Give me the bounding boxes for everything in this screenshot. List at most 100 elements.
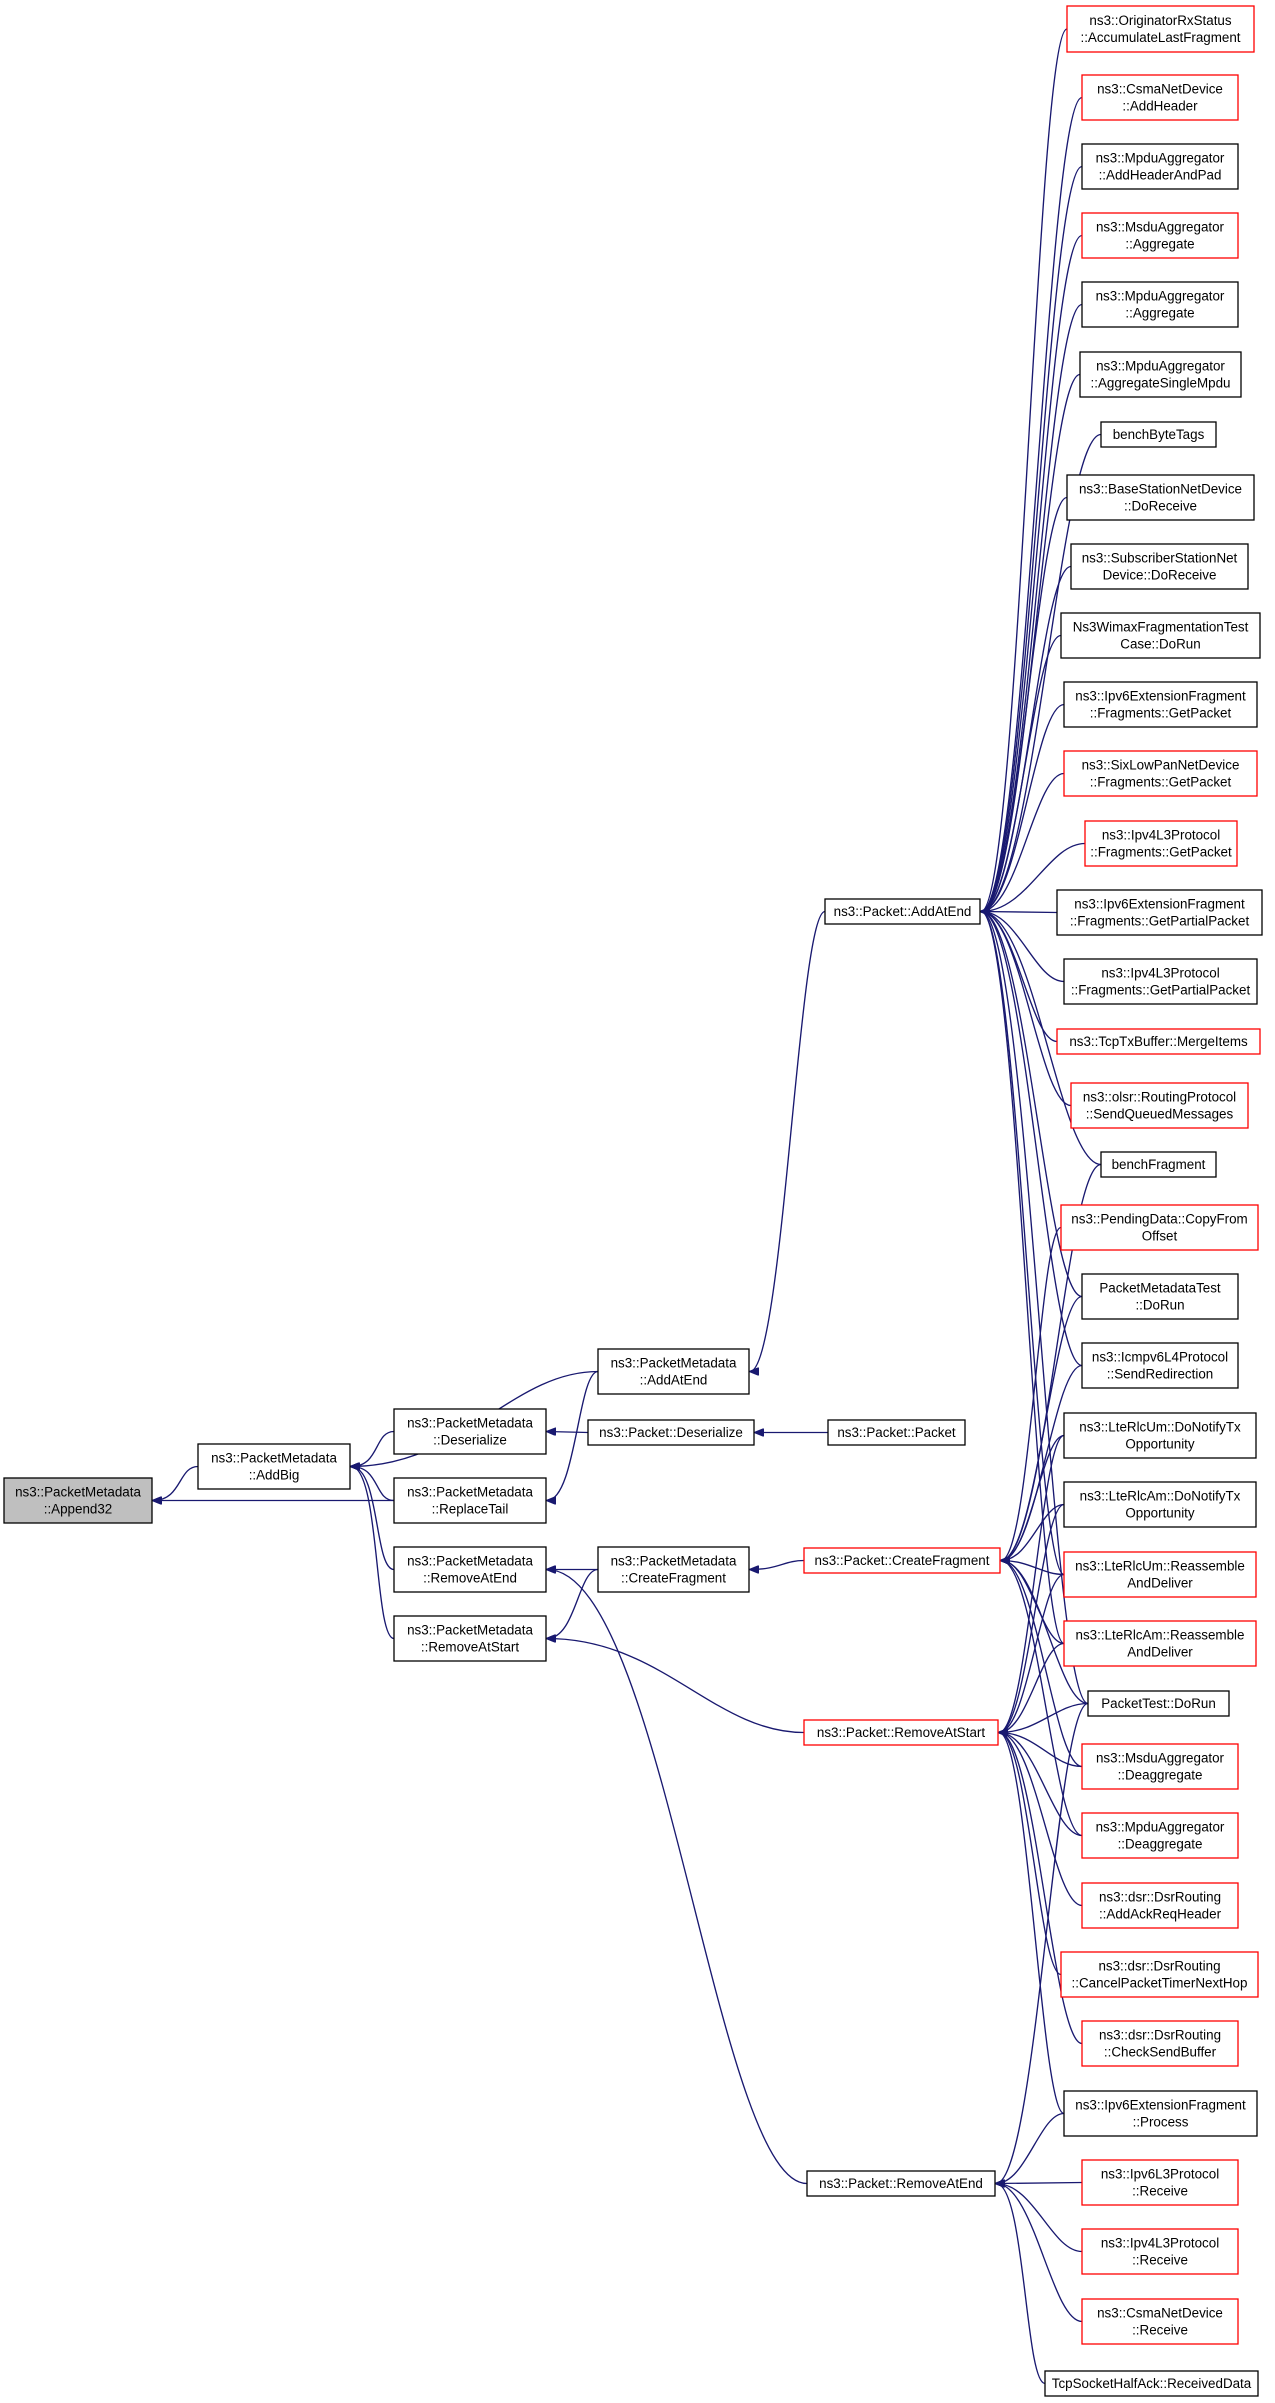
node-r16[interactable]: ns3::TcpTxBuffer::MergeItems bbox=[1056, 1028, 1261, 1055]
node-box bbox=[1044, 2370, 1259, 2397]
node-r20[interactable]: PacketMetadataTest::DoRun bbox=[1081, 1273, 1239, 1320]
node-label-line: ::Receive bbox=[1132, 2253, 1188, 2268]
node-r34[interactable]: ns3::Ipv4L3Protocol::Receive bbox=[1081, 2228, 1239, 2275]
node-pRemoveAtEnd[interactable]: ns3::Packet::RemoveAtEnd bbox=[806, 2170, 996, 2197]
call-edge-r24-to-pAddAtEnd bbox=[981, 912, 1065, 1576]
node-box bbox=[1081, 2159, 1239, 2206]
call-edge-r32-to-pRemoveAtStart bbox=[999, 1733, 1065, 2115]
node-r27[interactable]: ns3::MsduAggregator::Deaggregate bbox=[1081, 1743, 1239, 1790]
node-label-line: ::AddHeader bbox=[1122, 99, 1198, 114]
node-addBig[interactable]: ns3::PacketMetadata::AddBig bbox=[197, 1443, 351, 1490]
node-label-line: ns3::Packet::RemoveAtStart bbox=[817, 1725, 985, 1740]
node-box bbox=[1063, 750, 1258, 797]
node-r21[interactable]: ns3::Icmpv6L4Protocol::SendRedirection bbox=[1081, 1342, 1239, 1389]
node-box bbox=[1063, 1551, 1257, 1598]
node-r29[interactable]: ns3::dsr::DsrRouting::AddAckReqHeader bbox=[1081, 1882, 1239, 1929]
node-append32[interactable]: ns3::PacketMetadata::Append32 bbox=[3, 1477, 153, 1524]
node-label-line: ns3::Ipv6L3Protocol bbox=[1101, 2167, 1219, 2182]
node-box bbox=[1087, 1690, 1230, 1717]
node-label-line: Ns3WimaxFragmentationTest bbox=[1073, 620, 1249, 635]
node-r1[interactable]: ns3::OriginatorRxStatus::AccumulateLastF… bbox=[1066, 5, 1255, 53]
node-label-line: ns3::MsduAggregator bbox=[1096, 220, 1225, 235]
node-box bbox=[1081, 74, 1239, 121]
node-r5[interactable]: ns3::MpduAggregator::Aggregate bbox=[1081, 281, 1239, 328]
call-edge-r19-to-pCreateFragment bbox=[1001, 1226, 1062, 1561]
call-edge-r31-to-pRemoveAtStart bbox=[999, 1733, 1083, 2045]
node-box bbox=[1063, 958, 1258, 1005]
node-label-line: ::Aggregate bbox=[1125, 237, 1194, 252]
node-box bbox=[1081, 143, 1239, 190]
node-r33[interactable]: ns3::Ipv6L3Protocol::Receive bbox=[1081, 2159, 1239, 2206]
call-edge-r24-to-pRemoveAtStart bbox=[999, 1573, 1065, 1733]
call-edge-r25-to-pAddAtEnd bbox=[981, 912, 1065, 1645]
node-box bbox=[1056, 1028, 1261, 1055]
node-r13[interactable]: ns3::Ipv4L3Protocol::Fragments::GetPacke… bbox=[1084, 820, 1238, 867]
call-edge-r22-to-pCreateFragment bbox=[1001, 1434, 1065, 1561]
node-label-line: ns3::Ipv6ExtensionFragment bbox=[1075, 2098, 1246, 2113]
node-pPacket[interactable]: ns3::Packet::Packet bbox=[827, 1419, 966, 1446]
node-r6[interactable]: ns3::MpduAggregator::AggregateSingleMpdu bbox=[1079, 351, 1242, 398]
node-r28[interactable]: ns3::MpduAggregator::Deaggregate bbox=[1081, 1812, 1239, 1859]
node-r15[interactable]: ns3::Ipv4L3Protocol::Fragments::GetParti… bbox=[1063, 958, 1258, 1005]
node-r36[interactable]: TcpSocketHalfAck::ReceivedData bbox=[1044, 2370, 1259, 2397]
node-r35[interactable]: ns3::CsmaNetDevice::Receive bbox=[1081, 2298, 1239, 2345]
node-pmRemoveAtEnd[interactable]: ns3::PacketMetadata::RemoveAtEnd bbox=[393, 1546, 547, 1593]
node-label-line: ::Fragments::GetPacket bbox=[1090, 845, 1232, 860]
call-edge-r17-to-pAddAtEnd bbox=[981, 912, 1072, 1107]
node-box bbox=[1063, 1620, 1257, 1667]
node-box bbox=[393, 1546, 547, 1593]
call-edge-r26-to-pRemoveAtStart bbox=[999, 1702, 1089, 1733]
call-edge-r11-to-pAddAtEnd bbox=[981, 703, 1065, 912]
node-pDeserialize[interactable]: ns3::Packet::Deserialize bbox=[587, 1419, 755, 1446]
node-r3[interactable]: ns3::MpduAggregator::AddHeaderAndPad bbox=[1081, 143, 1239, 190]
node-r12[interactable]: ns3::SixLowPanNetDevice::Fragments::GetP… bbox=[1063, 750, 1258, 797]
node-box bbox=[393, 1615, 547, 1662]
node-label-line: ns3::MsduAggregator bbox=[1096, 1751, 1225, 1766]
node-r9[interactable]: ns3::SubscriberStationNetDevice::DoRecei… bbox=[1070, 543, 1249, 590]
call-edge-r34-to-pRemoveAtEnd bbox=[996, 2184, 1083, 2253]
node-r8[interactable]: ns3::BaseStationNetDevice::DoReceive bbox=[1066, 474, 1255, 521]
call-edge-pmReplaceTail-to-addBig bbox=[351, 1467, 395, 1502]
node-pmReplaceTail[interactable]: ns3::PacketMetadata::ReplaceTail bbox=[393, 1477, 547, 1524]
node-pmAddAtEnd[interactable]: ns3::PacketMetadata::AddAtEnd bbox=[597, 1348, 750, 1395]
node-pRemoveAtStart[interactable]: ns3::Packet::RemoveAtStart bbox=[803, 1719, 999, 1746]
node-pmCreateFragment[interactable]: ns3::PacketMetadata::CreateFragment bbox=[597, 1546, 750, 1593]
node-label-line: ns3::PacketMetadata bbox=[211, 1451, 337, 1466]
node-pAddAtEnd[interactable]: ns3::Packet::AddAtEnd bbox=[824, 898, 981, 925]
node-r17[interactable]: ns3::olsr::RoutingProtocol::SendQueuedMe… bbox=[1070, 1082, 1249, 1129]
call-edge-r3-to-pAddAtEnd bbox=[981, 165, 1083, 912]
node-r18[interactable]: benchFragment bbox=[1100, 1151, 1217, 1178]
node-r4[interactable]: ns3::MsduAggregator::Aggregate bbox=[1081, 212, 1239, 259]
node-label-line: PacketTest::DoRun bbox=[1101, 1696, 1216, 1711]
node-r26[interactable]: PacketTest::DoRun bbox=[1087, 1690, 1230, 1717]
call-edge-r7-to-pAddAtEnd bbox=[981, 433, 1102, 912]
call-edge-addBig-to-append32 bbox=[153, 1465, 199, 1501]
call-edge-r20-to-pCreateFragment bbox=[1001, 1295, 1083, 1561]
node-label-line: ns3::LteRlcUm::Reassemble bbox=[1075, 1559, 1245, 1574]
node-r30[interactable]: ns3::dsr::DsrRouting::CancelPacketTimerN… bbox=[1060, 1951, 1259, 1998]
node-r31[interactable]: ns3::dsr::DsrRouting::CheckSendBuffer bbox=[1081, 2020, 1239, 2067]
node-pmDeserialize[interactable]: ns3::PacketMetadata::Deserialize bbox=[393, 1408, 547, 1455]
node-r14[interactable]: ns3::Ipv6ExtensionFragment::Fragments::G… bbox=[1056, 889, 1263, 936]
node-box bbox=[1081, 281, 1239, 328]
node-r32[interactable]: ns3::Ipv6ExtensionFragment::Process bbox=[1063, 2090, 1258, 2137]
call-edge-r12-to-pAddAtEnd bbox=[981, 772, 1065, 912]
node-r2[interactable]: ns3::CsmaNetDevice::AddHeader bbox=[1081, 74, 1239, 121]
node-label-line: ns3::PacketMetadata bbox=[611, 1554, 737, 1569]
node-pCreateFragment[interactable]: ns3::Packet::CreateFragment bbox=[803, 1547, 1001, 1574]
node-box bbox=[197, 1443, 351, 1490]
node-r11[interactable]: ns3::Ipv6ExtensionFragment::Fragments::G… bbox=[1063, 681, 1258, 728]
node-label-line: ns3::Ipv6ExtensionFragment bbox=[1075, 689, 1246, 704]
node-r7[interactable]: benchByteTags bbox=[1100, 421, 1217, 448]
node-label-line: ::Deaggregate bbox=[1118, 1768, 1203, 1783]
call-edge-r33-to-pRemoveAtEnd bbox=[996, 2183, 1083, 2184]
node-pmRemoveAtStart[interactable]: ns3::PacketMetadata::RemoveAtStart bbox=[393, 1615, 547, 1662]
node-box bbox=[1081, 1743, 1239, 1790]
node-box bbox=[1063, 1412, 1257, 1459]
